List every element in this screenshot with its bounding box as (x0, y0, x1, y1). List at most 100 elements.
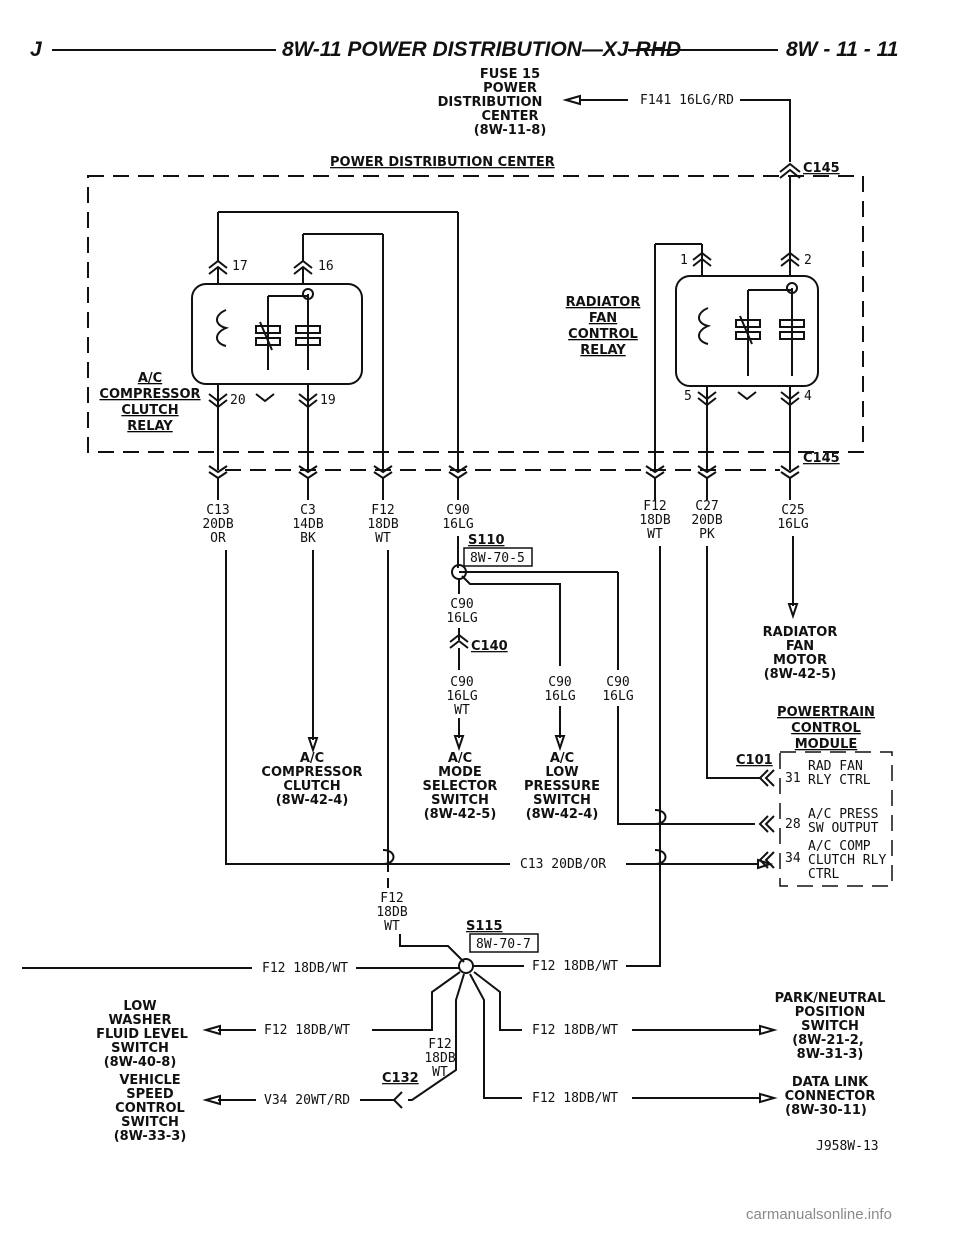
rad-relay-contact (735, 331, 761, 340)
pcm-pin-desc: SW OUTPUT (808, 821, 879, 836)
pcm-pin-num: 31 (785, 771, 801, 786)
wire-label: PK (699, 527, 715, 542)
c101-label: C101 (736, 753, 773, 768)
mode-selector-line: SWITCH (431, 793, 489, 808)
figure-id: J958W-13 (816, 1139, 879, 1154)
wire-label: 14DB (292, 517, 323, 532)
washer-line: WASHER (109, 1013, 172, 1028)
speed-control-line: VEHICLE (119, 1073, 180, 1088)
speed-control-line: SPEED (126, 1087, 174, 1102)
pcm-pin-desc: A/C COMP (808, 839, 871, 854)
compressor-clutch-line: A/C (300, 751, 324, 766)
wire-label: C90 (450, 597, 473, 612)
mode-selector-line: (8W-42-5) (424, 807, 497, 822)
pin-connector (697, 391, 717, 407)
park-neutral-line: (8W-21-2, (792, 1033, 864, 1048)
pdc-boundary (87, 175, 864, 453)
pdc-connector-bottom: C145 (803, 451, 840, 466)
header-page: 8W - 11 - 11 (786, 38, 898, 61)
rad-relay-pin: 2 (804, 253, 812, 268)
pcm-pin-34: 34 A/C COMP CLUTCH RLY CTRL (785, 839, 886, 882)
park-neutral-line: PARK/NEUTRAL (775, 991, 886, 1006)
arrow-left (202, 1094, 221, 1106)
wire-label-f12c: F12 18DB WT (376, 891, 407, 934)
pcm-pin-desc: CLUTCH RLY (808, 853, 886, 868)
ac-relay-node (302, 288, 314, 300)
pcm-title-line: POWERTRAIN (777, 705, 875, 720)
wire-label: C90 (548, 675, 571, 690)
pin-connector (255, 393, 275, 403)
compressor-clutch-line: CLUTCH (283, 779, 340, 794)
wire-label: WT (647, 527, 663, 542)
wire-label: 16LG (777, 517, 808, 532)
rad-fan-motor: RADIATOR FAN MOTOR (8W-42-5) (763, 625, 838, 682)
data-link-line: DATA LINK (792, 1075, 869, 1090)
data-link-line: (8W-30-11) (785, 1103, 867, 1118)
park-neutral-line: 8W-31-3) (797, 1047, 864, 1062)
wire-park-label: F12 18DB/WT (532, 1023, 618, 1038)
pcm-title-line: CONTROL (791, 721, 861, 736)
wire-label-c90d: C90 16LG (544, 675, 575, 704)
rad-relay-name-line: RELAY (580, 343, 626, 358)
wire-c90d (461, 575, 561, 666)
c101-pin (758, 815, 775, 833)
pdc-label: POWER DISTRIBUTION CENTER (330, 155, 555, 170)
fuse-line: POWER (483, 81, 537, 96)
wire-label-c25: C25 16LG (777, 503, 808, 532)
pdc-connector-top: C145 (803, 161, 840, 176)
s110-ref: 8W-70-5 (470, 551, 525, 566)
pin-connector (298, 393, 318, 409)
fuse-wire-label: F141 16LG/RD (640, 93, 734, 108)
fuse-wire-run (740, 99, 791, 162)
wire-c90e-to-pcm (617, 706, 655, 825)
rad-relay-contact (779, 319, 805, 328)
wire-c13-label: C13 20DB/OR (520, 857, 606, 872)
washer-switch: LOW WASHER FLUID LEVEL SWITCH (8W-40-8) (96, 999, 188, 1070)
ac-relay-box (191, 283, 363, 385)
pcm-box (779, 751, 893, 887)
wire-label-c13: C13 20DB OR (202, 503, 233, 546)
c140-label: C140 (471, 639, 508, 654)
wire-label: 16LG (544, 689, 575, 704)
compressor-clutch-line: COMPRESSOR (261, 765, 362, 780)
pcm-title-line: MODULE (795, 737, 858, 752)
fuse-label: FUSE 15 POWER DISTRIBUTION CENTER (8W-11… (438, 67, 547, 138)
mode-selector-line: MODE (438, 765, 482, 780)
c101-pin (758, 769, 775, 787)
wire-label-c90c: C90 16LG WT (446, 675, 477, 718)
pcm-title: POWERTRAIN CONTROL MODULE (777, 705, 875, 752)
crossover (654, 809, 755, 825)
pcm-pin-desc: A/C PRESS (808, 807, 878, 822)
ac-relay-pin: 17 (232, 259, 248, 274)
rad-relay-node (786, 282, 798, 294)
s115-ref: 8W-70-7 (476, 937, 531, 952)
ac-relay-pin: 20 (230, 393, 246, 408)
pcm-pin-num: 34 (785, 851, 801, 866)
wire-label: 16LG (446, 611, 477, 626)
wire-label-c90: C90 16LG (442, 503, 473, 532)
wire-label: F12 (371, 503, 394, 518)
wire-label: WT (384, 919, 400, 934)
compressor-clutch: A/C COMPRESSOR CLUTCH (8W-42-4) (261, 751, 362, 808)
wire-datalink (469, 973, 522, 1099)
ac-relay-name-line: A/C (138, 371, 162, 386)
pcm-pin-31: 31 RAD FAN RLY CTRL (785, 759, 871, 788)
wire-label-c90b: C90 16LG (446, 597, 477, 626)
wire-label: C25 (781, 503, 804, 518)
wire-label: 18DB (424, 1051, 455, 1066)
arrow-down (307, 737, 319, 754)
rad-relay-switch (739, 315, 753, 345)
pcm-pin-desc: RAD FAN (808, 759, 863, 774)
wire-label-f12b: F12 18DB WT (639, 499, 670, 542)
wire-c132 (408, 973, 465, 1101)
pcm-pin-28: 28 A/C PRESS SW OUTPUT (785, 807, 879, 836)
rad-relay-box (675, 275, 819, 387)
speed-control-line: CONTROL (115, 1101, 185, 1116)
wire-label-c90e: C90 16LG (602, 675, 633, 704)
ac-relay-pin: 16 (318, 259, 334, 274)
pin-connector (737, 391, 757, 401)
ac-relay-contact (255, 337, 281, 346)
rad-relay-name-line: RADIATOR (566, 295, 641, 310)
wire-label: WT (432, 1065, 448, 1080)
